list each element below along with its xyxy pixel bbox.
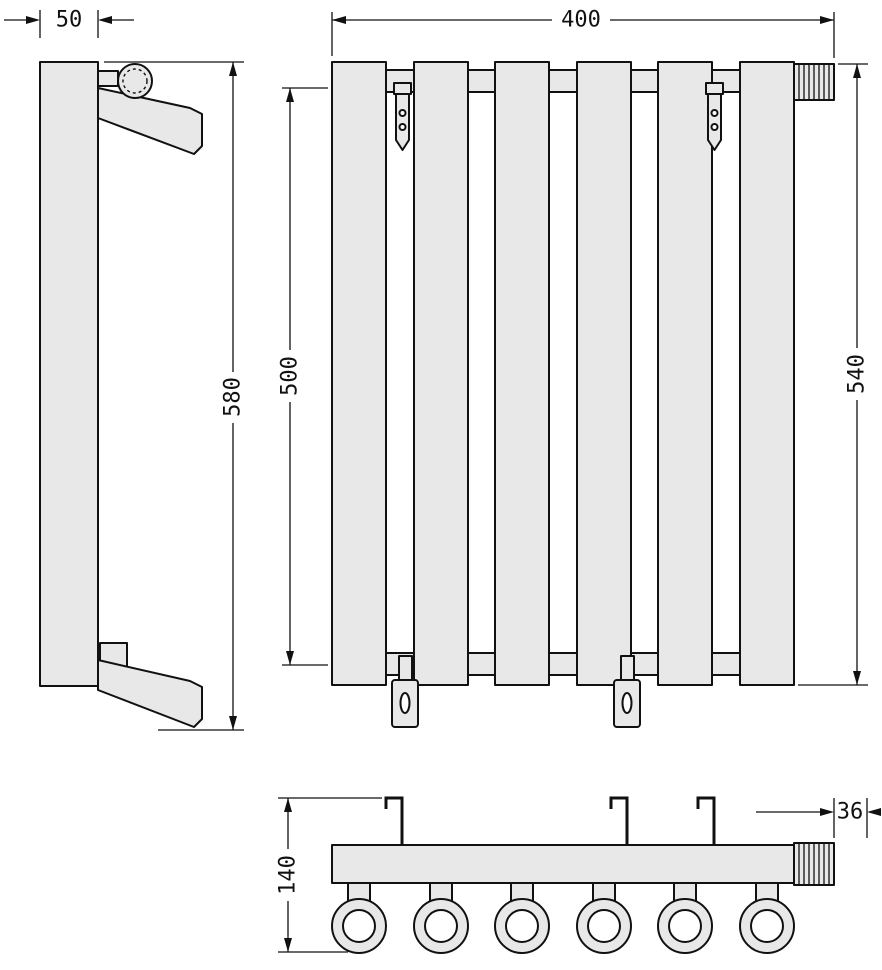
wall-bracket-top	[97, 87, 203, 155]
tube-inner	[342, 909, 376, 943]
dimension-overall-height: 580	[104, 61, 246, 731]
radiator-column	[413, 61, 469, 686]
arrowhead	[26, 16, 40, 24]
bracket-hole	[398, 123, 407, 131]
dimension-depth-label: 50	[56, 8, 83, 33]
arrowhead	[229, 716, 237, 730]
bracket-hole	[710, 109, 719, 117]
dimension-depth: 50	[4, 8, 134, 38]
arrowhead	[98, 16, 112, 24]
front-view	[331, 61, 835, 728]
dimension-overall-height-label: 580	[221, 377, 246, 417]
tube-inner	[587, 909, 621, 943]
heating-element-cap-bottom	[793, 842, 835, 886]
side-view	[39, 61, 203, 728]
tube-inner	[505, 909, 539, 943]
bracket-hole	[710, 123, 719, 131]
radiator-column	[739, 61, 795, 686]
mounting-bracket-bottom-left	[391, 655, 419, 728]
wall-bracket-bottom	[97, 659, 203, 728]
dimension-total-height-label: 540	[845, 354, 870, 394]
radiator-column	[494, 61, 550, 686]
dimension-cap-width-label: 36	[837, 800, 864, 825]
bracket-hole	[398, 109, 407, 117]
bracket-strip	[398, 655, 413, 681]
mounting-hook	[384, 796, 404, 846]
bracket-plate	[395, 93, 410, 151]
bracket-strip	[620, 655, 635, 681]
dimension-base-height-label: 140	[276, 855, 301, 895]
bracket-hook	[705, 82, 724, 95]
mounting-bracket-top-left	[393, 82, 412, 151]
mounting-hook	[609, 796, 629, 846]
arrowhead	[284, 798, 292, 812]
arrowhead	[229, 62, 237, 76]
valve-stem	[97, 70, 119, 87]
arrowhead	[853, 64, 861, 78]
valve-knob-knurl	[122, 68, 148, 94]
dimension-base-height: 140	[276, 797, 382, 953]
arrowhead	[286, 88, 294, 102]
radiator-column	[576, 61, 632, 686]
arrowhead	[286, 651, 294, 665]
dimension-total-height: 540	[798, 63, 870, 686]
tube-inner	[668, 909, 702, 943]
mounting-hook	[696, 796, 716, 846]
arrowhead	[284, 938, 292, 952]
mounting-bracket-top-right	[705, 82, 724, 151]
bracket-plate	[707, 93, 722, 151]
dimension-panel-height: 500	[278, 87, 328, 666]
bracket-hook	[393, 82, 412, 95]
bracket-slot	[621, 692, 633, 714]
bracket-slot	[399, 692, 411, 714]
heating-element-cap-front	[793, 63, 835, 101]
tube-inner	[424, 909, 458, 943]
arrowhead	[820, 16, 834, 24]
dimension-panel-height-label: 500	[278, 356, 303, 396]
arrowhead	[867, 808, 881, 816]
radiator-column	[657, 61, 713, 686]
bottom-view	[331, 796, 835, 954]
dimension-width: 400	[331, 8, 835, 58]
mounting-bracket-bottom-right	[613, 655, 641, 728]
dimension-width-label: 400	[561, 8, 601, 33]
dimension-cap-width: 36	[756, 798, 881, 838]
arrowhead	[853, 671, 861, 685]
side-panel	[39, 61, 99, 687]
header-bar	[331, 844, 795, 884]
tube-inner	[750, 909, 784, 943]
valve-knob	[117, 63, 153, 99]
arrowhead	[332, 16, 346, 24]
radiator-column	[331, 61, 387, 686]
arrowhead	[820, 808, 834, 816]
